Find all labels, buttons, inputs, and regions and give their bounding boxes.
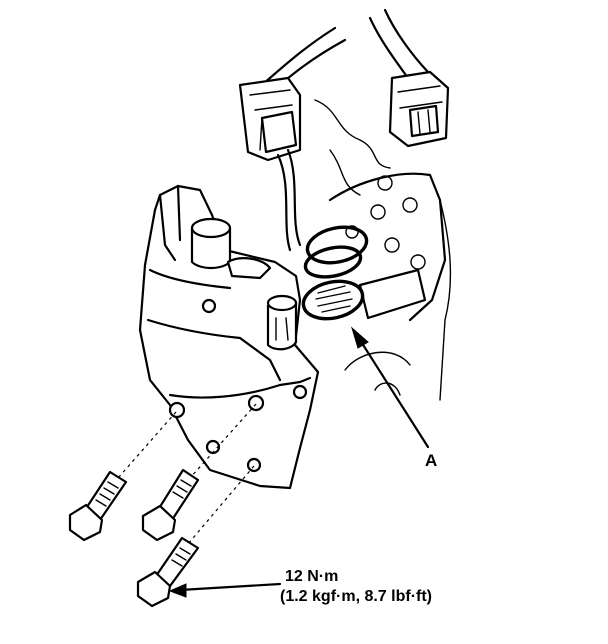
torque-leader [168,582,282,598]
torque-conversion: (1.2 kgf·m, 8.7 lbf·ft) [280,588,433,605]
left-connector [238,76,302,252]
torque-value: 12 N·m [285,568,339,585]
transmission-housing [314,99,452,401]
right-connector [388,70,450,148]
solenoid-cylinder [190,217,272,280]
callout-a-leader [351,326,430,449]
callout-label-a: A [425,451,438,470]
plunger [266,294,298,351]
bolt-alignment-lines [117,403,257,545]
solenoid-valve-body [138,184,320,490]
filter-screens-a [301,225,369,321]
bolt-1 [68,470,128,542]
bolt-2 [141,468,200,542]
bolt-3 [136,536,200,608]
